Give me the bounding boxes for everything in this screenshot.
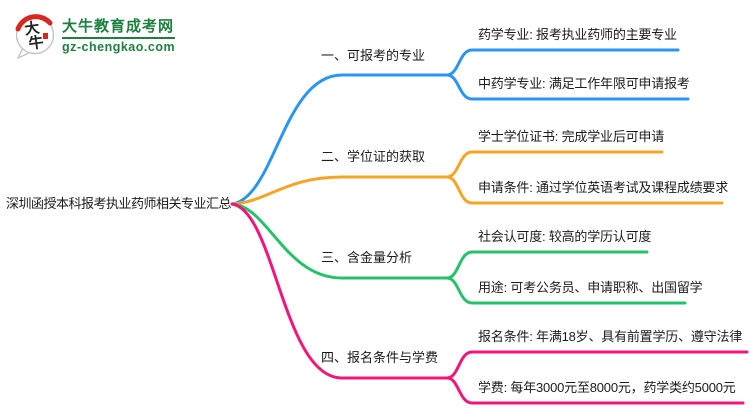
logo-divider	[62, 37, 176, 39]
leaf-pharmacy-major: 药学专业: 报考执业药师的主要专业	[478, 27, 677, 42]
branch-2-label: 二、学位证的获取	[321, 149, 426, 164]
branch-2-lines	[230, 150, 724, 206]
site-url: gz-chengkao.com	[62, 40, 176, 54]
leaf-social-recognition: 社会认可度: 较高的学历认可度	[478, 229, 652, 244]
branch-4-label: 四、报名条件与学费	[321, 350, 439, 365]
branch-1-label: 一、可报考的专业	[321, 48, 426, 63]
site-logo: 大 牛 大牛教育成考网 gz-chengkao.com	[12, 8, 176, 60]
leaf-tcm-pharmacy-major: 中药学专业: 满足工作年限可申请报考	[478, 76, 690, 91]
site-name: 大牛教育成考网	[62, 18, 175, 35]
leaf-degree-uses: 用途: 可考公务员、申请职称、出国留学	[478, 280, 703, 295]
svg-text:牛: 牛	[27, 33, 44, 53]
leaf-tuition-fees: 学费: 每年3000元至8000元，药学类约5000元	[478, 380, 736, 395]
branch-4-lines	[230, 202, 749, 405]
branch-3-label: 三、含金量分析	[321, 250, 413, 265]
leaf-enrollment-conditions: 报名条件: 年满18岁、具有前置学历、遵守法律	[478, 329, 743, 344]
logo-text-block: 大牛教育成考网 gz-chengkao.com	[62, 14, 176, 54]
leaf-degree-requirements: 申请条件: 通过学位英语考试及课程成绩要求	[478, 180, 729, 195]
root-topic: 深圳函授本科报考执业药师相关专业汇总	[6, 196, 232, 211]
branch-3-lines	[230, 202, 687, 305]
svg-text:大: 大	[23, 18, 40, 38]
branch-1-lines	[230, 48, 690, 206]
logo-bull-icon: 大 牛	[15, 14, 55, 60]
leaf-bachelor-degree-cert: 学士学位证书: 完成学业后可申请	[478, 129, 665, 144]
